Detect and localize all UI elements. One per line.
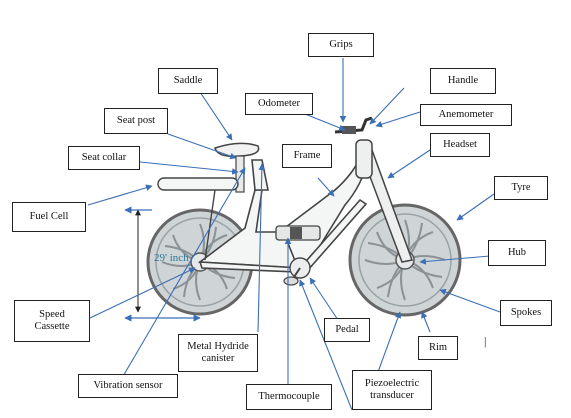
- label-seat-post: Seat post: [104, 108, 168, 134]
- leader-lines: [87, 58, 501, 411]
- head-tube: [355, 139, 373, 179]
- saddle-shape: [214, 142, 260, 158]
- label-headset: Headset: [430, 133, 490, 157]
- wheel-size-label: 29' inch: [154, 252, 189, 264]
- stray-mark: |: [484, 334, 487, 348]
- label-rim: Rim: [418, 336, 458, 360]
- label-saddle: Saddle: [158, 68, 218, 94]
- label-tyre: Tyre: [494, 176, 548, 200]
- label-frame: Frame: [282, 144, 332, 168]
- bike-frame: [197, 157, 369, 273]
- label-vibration-sensor: Vibration sensor: [78, 374, 178, 398]
- canister-valve: [290, 227, 302, 239]
- label-metal-hydride: Metal Hydride canister: [178, 334, 258, 372]
- label-hub: Hub: [488, 240, 546, 266]
- label-thermocouple: Thermocouple: [246, 384, 332, 410]
- odometer-device: [342, 126, 356, 134]
- label-spokes: Spokes: [500, 300, 552, 326]
- label-fuel-cell: Fuel Cell: [12, 202, 86, 232]
- label-handle: Handle: [430, 68, 496, 94]
- fuel-cell-shape: [157, 177, 239, 191]
- label-pedal: Pedal: [324, 318, 370, 342]
- label-seat-collar: Seat collar: [68, 146, 140, 170]
- label-piezoelectric: Piezoelectric transducer: [352, 370, 432, 410]
- label-grips: Grips: [308, 33, 374, 57]
- label-anemometer: Anemometer: [420, 104, 512, 126]
- label-odometer: Odometer: [245, 93, 313, 115]
- label-speed-cassette: Speed Cassette: [14, 300, 90, 342]
